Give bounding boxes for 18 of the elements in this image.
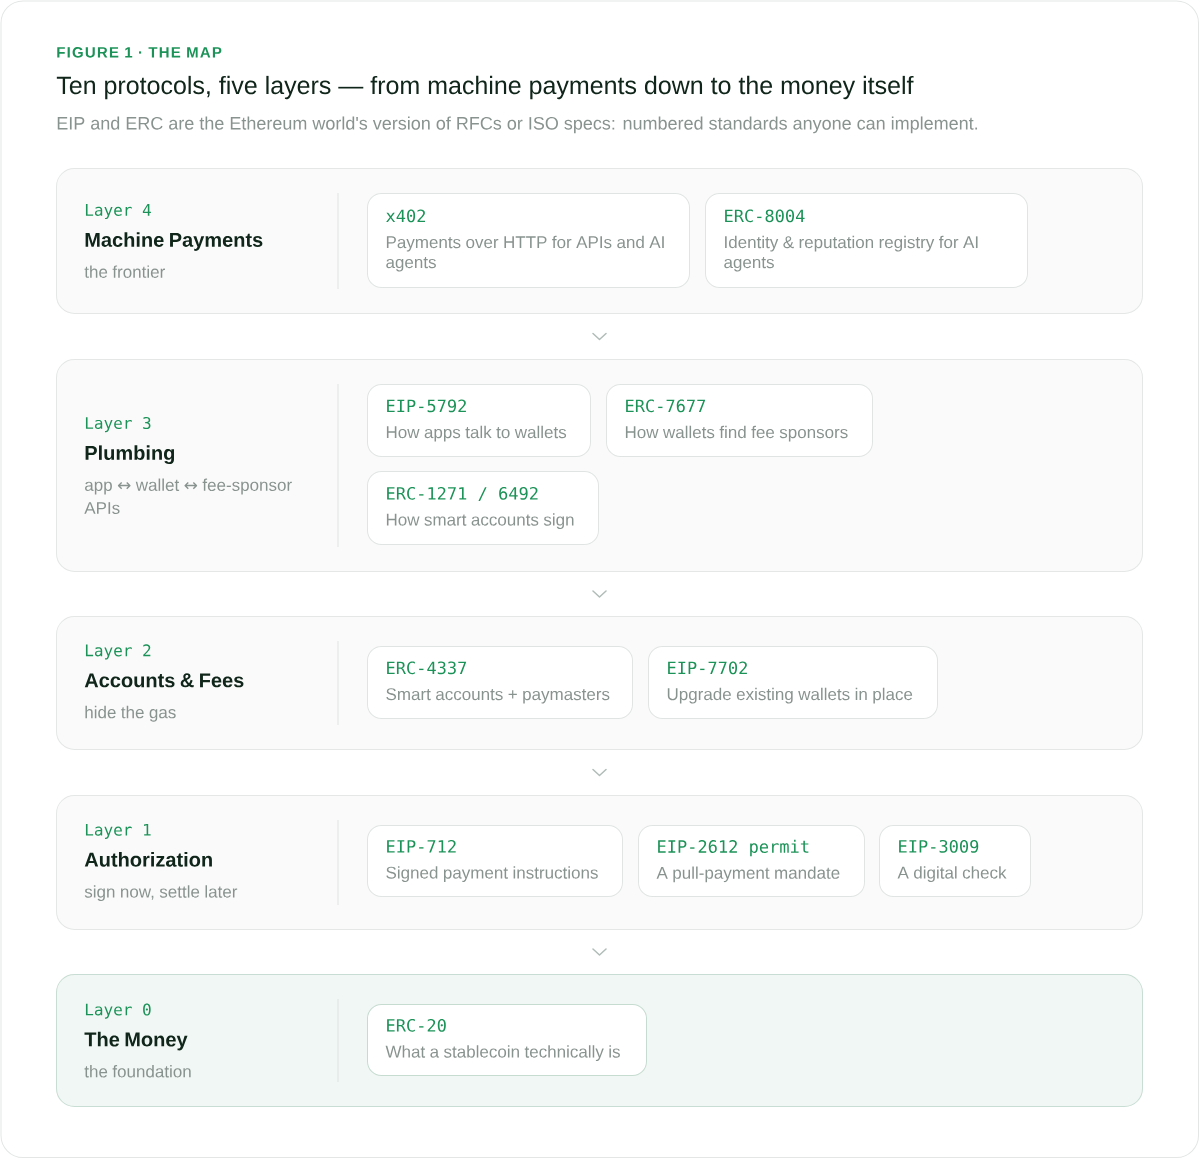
protocol-card: ERC-20 What a stablecoin technically is [367,1004,647,1076]
protocol-card: EIP-2612 permit A pull-payment mandate [638,825,865,897]
protocol-card: EIP-3009 A digital check [879,825,1031,897]
protocol-card: EIP-712 Signed payment instructions [367,825,623,897]
chevron-arrow [592,768,607,777]
protocol-card: x402 Payments over HTTP for APIs and AI agents [367,193,690,288]
chevron-arrow [592,590,607,598]
heading: Ten protocols, five layers — from machine payments down to the money itself [56,75,914,100]
protocol-card: EIP-7702 Upgrade existing wallets in place [648,646,938,719]
chevron-arrow [592,948,607,956]
protocol-card: ERC-4337 Smart accounts + paymasters [367,646,633,719]
subheading: EIP and ERC are the Ethereum world's version of RFCs or ISO specs: numbered standards anyone can implement. [57,116,978,134]
protocol-card: ERC-8004 Identity & reputation registry for AI agents [705,193,1028,288]
eyebrow-label: FIGURE 1 · THE MAP [57,47,222,58]
protocol-card: ERC-7677 How wallets find fee sponsors [606,384,873,457]
protocol-card: EIP-5792 How apps talk to wallets [367,384,591,457]
chevron-arrow [592,332,607,341]
protocol-card: ERC-1271 / 6492 How smart accounts sign [367,471,599,545]
